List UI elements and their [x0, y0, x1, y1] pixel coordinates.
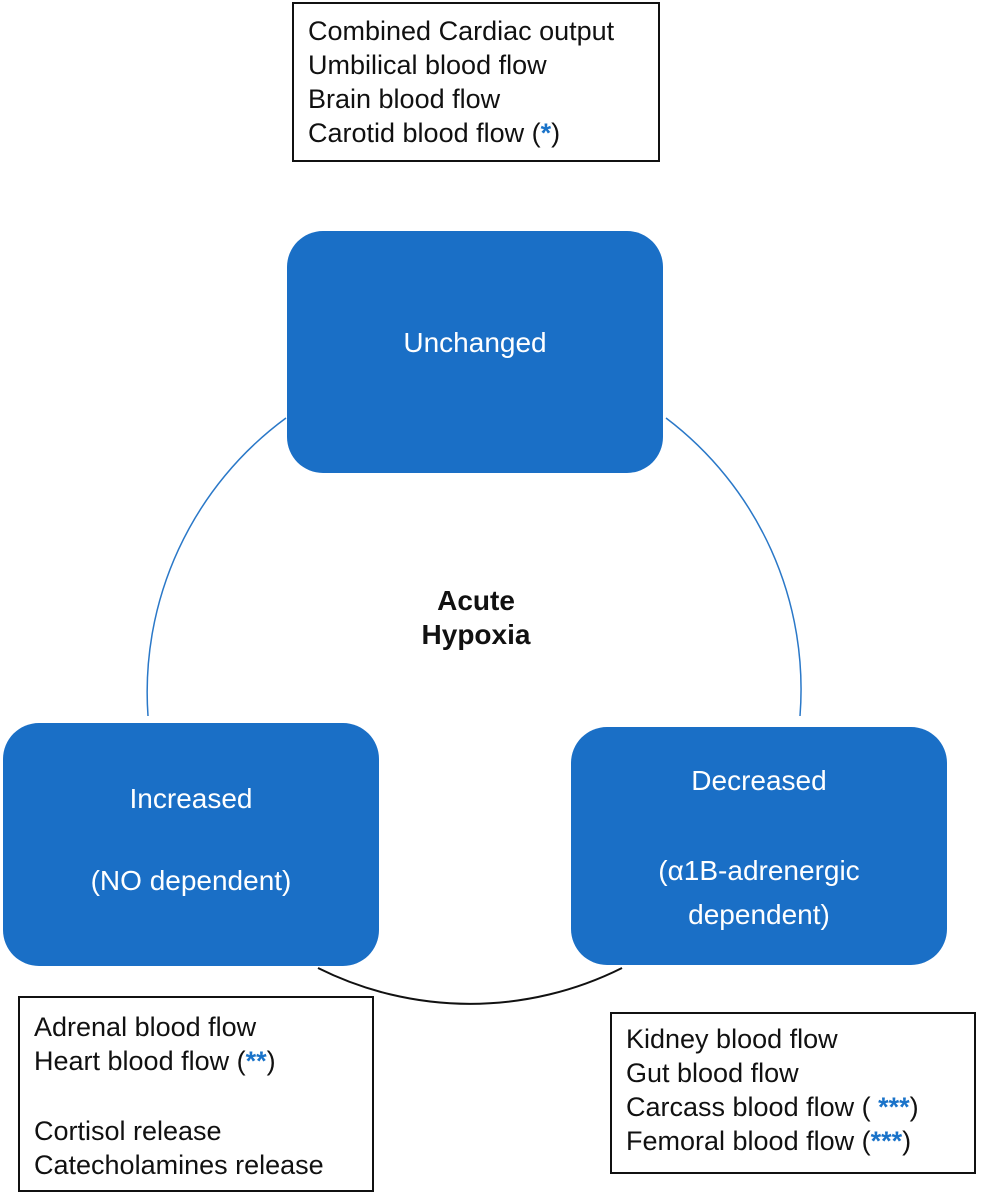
center-label: Acute Hypoxia [376, 584, 576, 652]
unchanged-item-text: Carotid blood flow ( [308, 118, 541, 148]
unchanged-title: Unchanged [403, 327, 547, 358]
decreased-subtitle-line2: dependent) [688, 899, 830, 930]
decreased-items-box: Kidney blood flow Gut blood flow Carcass… [610, 1012, 976, 1174]
decreased-item-text: Carcass blood flow ( [626, 1092, 879, 1122]
unchanged-item: Umbilical blood flow [308, 50, 547, 80]
unchanged-state-box: Unchanged [287, 231, 663, 473]
decreased-state-box: Decreased (α1B-adrenergic dependent) [571, 727, 947, 965]
closing-paren: ) [909, 1092, 919, 1122]
increased-item: Heart blood flow (**) [34, 1044, 358, 1078]
unchanged-item: Brain blood flow [308, 84, 501, 114]
closing-paren: ) [551, 118, 561, 148]
increased-item: Adrenal blood flow [34, 1012, 257, 1042]
center-label-line1: Acute [437, 585, 515, 616]
closing-paren: ) [266, 1046, 276, 1076]
decreased-item: Carcass blood flow ( ***) [626, 1090, 960, 1124]
increased-title: Increased [129, 783, 253, 814]
decreased-item: Kidney blood flow [626, 1024, 838, 1054]
arc-increased-to-decreased [317, 967, 623, 1005]
unchanged-item: Combined Cardiac output [308, 16, 615, 46]
unchanged-items-box: Combined Cardiac output Umbilical blood … [292, 2, 660, 162]
arc-unchanged-to-increased [146, 417, 287, 717]
decreased-item: Gut blood flow [626, 1058, 799, 1088]
significance-marker: ** [245, 1046, 267, 1076]
increased-item: Catecholamines release [34, 1150, 324, 1180]
increased-items-box: Adrenal blood flow Heart blood flow (**)… [18, 996, 374, 1192]
increased-state-box: Increased (NO dependent) [3, 723, 379, 966]
decreased-item: Femoral blood flow (***) [626, 1124, 960, 1158]
decreased-title: Decreased [691, 765, 827, 796]
significance-marker: *** [878, 1092, 910, 1122]
significance-marker: * [540, 118, 552, 148]
increased-subtitle: (NO dependent) [90, 865, 292, 896]
center-label-line2: Hypoxia [421, 619, 531, 650]
significance-marker: *** [870, 1126, 903, 1156]
decreased-item-text: Femoral blood flow ( [626, 1126, 871, 1156]
unchanged-item: Carotid blood flow (*) [308, 116, 644, 150]
increased-item: Cortisol release [34, 1116, 222, 1146]
decreased-subtitle-line1: (α1B-adrenergic [658, 855, 860, 886]
closing-paren: ) [902, 1126, 912, 1156]
arc-unchanged-to-decreased [665, 417, 802, 717]
increased-item-text: Heart blood flow ( [34, 1046, 246, 1076]
